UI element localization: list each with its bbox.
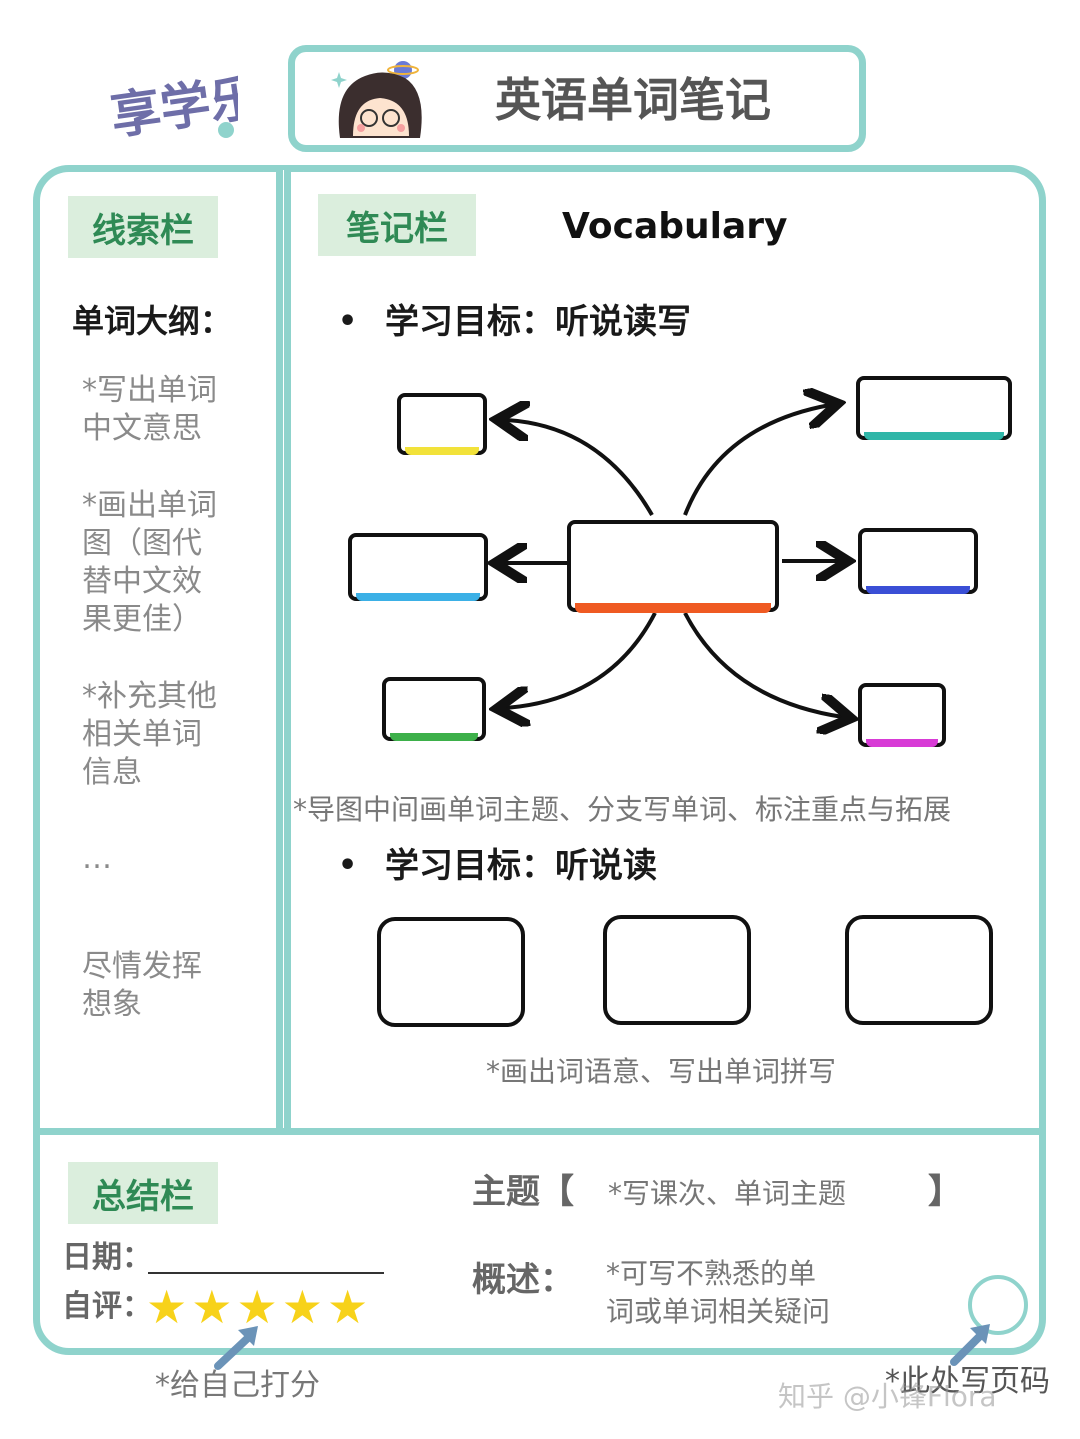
topic-label: 主题【 <box>472 1172 574 1212</box>
rating-label: 自评： <box>62 1289 152 1324</box>
clue-line: 想象 <box>82 987 142 1022</box>
clue-item-3: *补充其他 相关单词 信息 <box>82 678 217 792</box>
goal-1: 学习目标：听说读写 <box>385 302 691 342</box>
avatar <box>325 58 435 144</box>
column-divider <box>276 170 291 1135</box>
rate-arrow-icon <box>214 1326 258 1370</box>
clue-line: 图（图代 <box>82 526 202 561</box>
mindmap-box-top-left <box>397 393 487 455</box>
bullet-1: • <box>338 304 358 339</box>
overview-label: 概述： <box>472 1260 574 1300</box>
drawing-box-3 <box>845 915 993 1025</box>
page-note: *此处写页码 <box>885 1364 1050 1399</box>
clue-line: 信息 <box>82 755 142 790</box>
header-box: 英语单词笔记 <box>288 45 866 152</box>
mindmap-box-mid-right <box>858 528 978 594</box>
clue-line: 相关单词 <box>82 717 202 752</box>
box-accent <box>866 739 938 747</box>
arrow-top-left <box>505 420 654 517</box>
topic-hint: *写课次、单词主题 <box>608 1177 847 1210</box>
star-icon: ★ <box>281 1280 323 1334</box>
girl-avatar-icon <box>331 61 422 138</box>
mindmap <box>340 365 1030 755</box>
clue-line: 替中文效 <box>82 564 202 599</box>
clue-line: *画出单词 <box>82 488 217 523</box>
box-accent <box>864 432 1004 440</box>
bullet-2: • <box>338 848 358 883</box>
main-frame <box>33 165 1046 1355</box>
clue-line: 果更佳） <box>82 602 202 637</box>
clue-line: 尽情发挥 <box>82 949 202 984</box>
clue-item-1: *写出单词 中文意思 <box>82 372 217 448</box>
box-accent <box>866 586 970 594</box>
topic-close: 】 <box>928 1172 962 1212</box>
page-arrow-icon <box>950 1324 990 1366</box>
clue-item-5: 尽情发挥 想象 <box>82 948 202 1024</box>
date-line <box>148 1272 384 1274</box>
arrow-bottom-right <box>683 612 843 717</box>
drawing-box-1 <box>377 917 525 1027</box>
clue-heading: 单词大纲： <box>72 302 233 340</box>
overview-line: *可写不熟悉的单 <box>606 1257 817 1290</box>
boxes-note: *画出词语意、写出单词拼写 <box>486 1055 837 1088</box>
mindmap-box-bottom-left <box>382 677 486 741</box>
star-rating: ★ ★ ★ ★ ★ <box>146 1284 368 1330</box>
clue-line: 中文意思 <box>82 411 202 446</box>
page-number-circle <box>968 1275 1028 1335</box>
box-accent <box>575 603 771 613</box>
clue-item-ellipsis: … <box>82 840 112 878</box>
clue-line: *补充其他 <box>82 679 217 714</box>
star-icon: ★ <box>236 1280 278 1334</box>
drawing-box-2 <box>603 915 751 1025</box>
star-icon: ★ <box>327 1280 369 1334</box>
mindmap-note: *导图中间画单词主题、分支写单词、标注重点与拓展 <box>293 793 952 826</box>
goal-2: 学习目标：听说读 <box>385 846 657 886</box>
vocabulary-title: Vocabulary <box>562 206 788 247</box>
star-icon: ★ <box>146 1280 188 1334</box>
overview-hint: *可写不熟悉的单 词或单词相关疑问 <box>606 1255 830 1331</box>
date-label: 日期： <box>62 1240 152 1275</box>
clue-column-tag: 线索栏 <box>68 196 218 258</box>
overview-line: 词或单词相关疑问 <box>606 1295 831 1328</box>
clue-item-2: *画出单词 图（图代 替中文效 果更佳） <box>82 487 217 639</box>
mindmap-box-top-right <box>856 376 1012 440</box>
logo: 享学乐 <box>107 60 264 150</box>
logo-text: 享学乐 <box>108 67 238 145</box>
box-accent <box>356 593 480 601</box>
box-accent <box>405 447 479 455</box>
mindmap-box-center <box>567 520 779 613</box>
logo-graphic: 享学乐 <box>107 67 264 145</box>
summary-divider <box>38 1128 1041 1135</box>
arrow-bottom-left <box>505 612 657 708</box>
box-accent <box>390 733 478 741</box>
arrow-top-right <box>683 405 830 516</box>
mindmap-box-bottom-right <box>858 683 946 747</box>
clue-line: … <box>82 841 112 876</box>
watermark: 知乎 @小锋Flora <box>778 1380 997 1413</box>
clue-line: *写出单词 <box>82 373 217 408</box>
summary-tag: 总结栏 <box>68 1162 218 1224</box>
star-icon: ★ <box>191 1280 233 1334</box>
notes-column-tag: 笔记栏 <box>318 194 476 256</box>
page-title: 英语单词笔记 <box>495 73 771 127</box>
mindmap-box-mid-left <box>348 533 488 601</box>
rate-note: *给自己打分 <box>155 1368 320 1403</box>
